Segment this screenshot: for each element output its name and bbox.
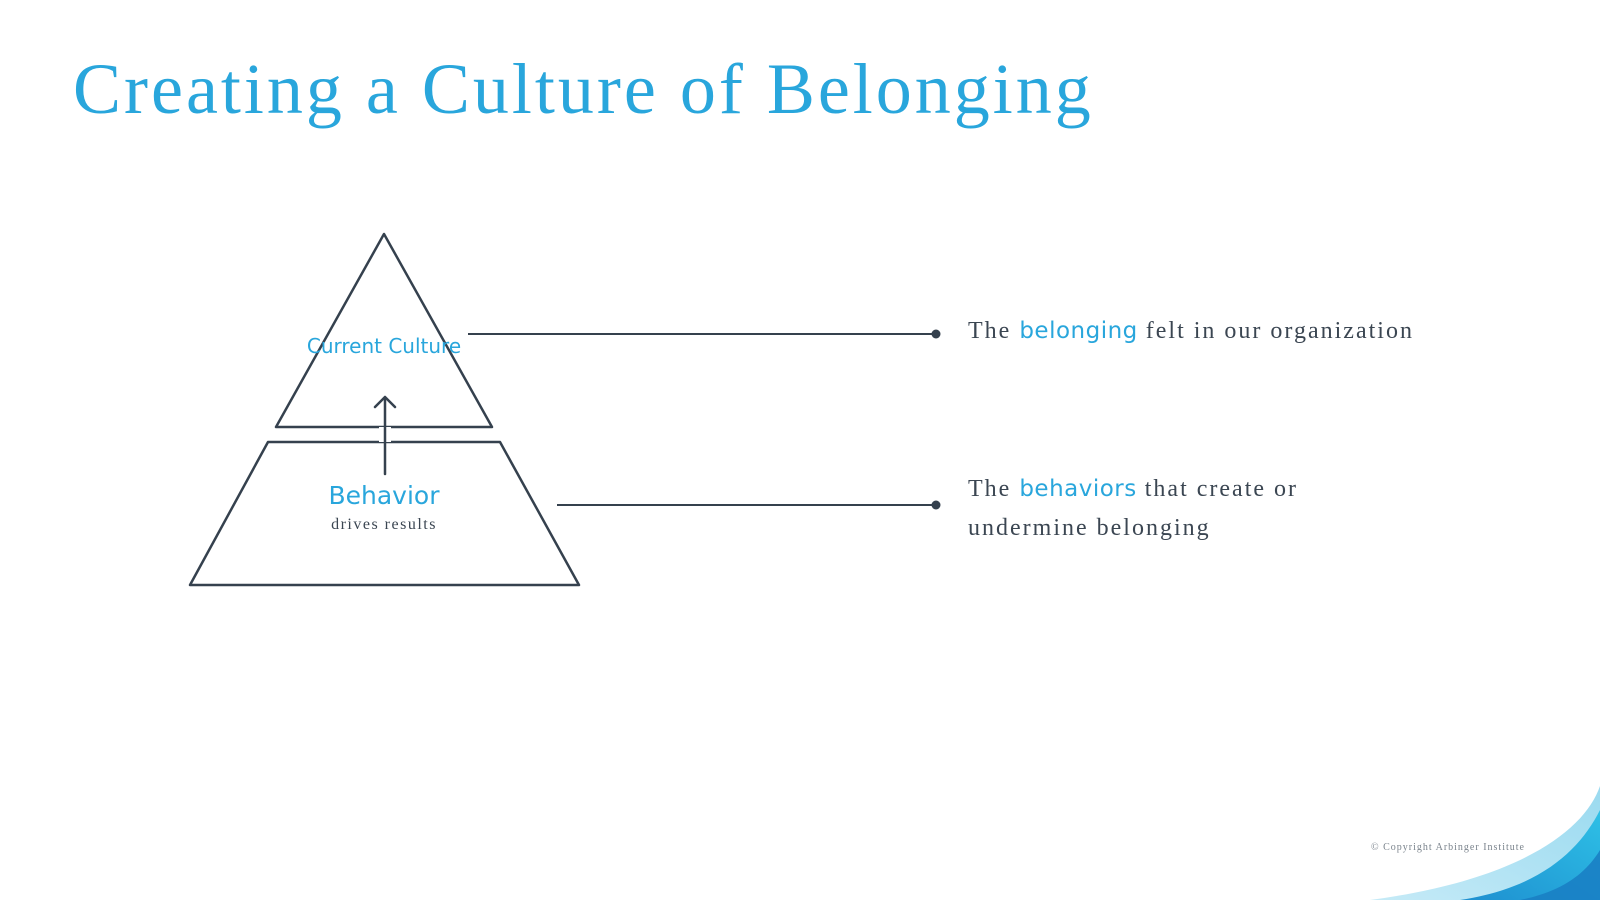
- desc-line-1: The behaviors that create or: [968, 470, 1298, 509]
- desc-highlight: belonging: [1019, 318, 1138, 344]
- up-arrow-icon: [373, 395, 397, 476]
- desc-prefix: The: [968, 476, 1012, 502]
- desc-line-2: undermine belonging: [968, 515, 1211, 541]
- behavior-sublabel: drives results: [331, 516, 437, 533]
- copyright-text: © Copyright Arbinger Institute: [1371, 842, 1525, 853]
- belonging-description: The belonging felt in our organization: [968, 318, 1414, 345]
- behavior-trapezoid: [188, 440, 581, 587]
- decorative-swoosh: [1370, 786, 1600, 900]
- desc-suffix: felt in our organization: [1145, 318, 1414, 344]
- desc-suffix: that create or: [1144, 476, 1298, 502]
- desc-prefix: The: [968, 318, 1012, 344]
- current-culture-label: Current Culture: [306, 334, 462, 358]
- connector-culture: [468, 329, 941, 339]
- behavior-label: Behavior: [328, 481, 440, 510]
- connector-behavior: [557, 500, 941, 510]
- behaviors-description: The behaviors that create or undermine b…: [968, 470, 1298, 548]
- slide-title: Creating a Culture of Belonging: [73, 49, 1094, 129]
- desc-highlight: behaviors: [1019, 476, 1137, 502]
